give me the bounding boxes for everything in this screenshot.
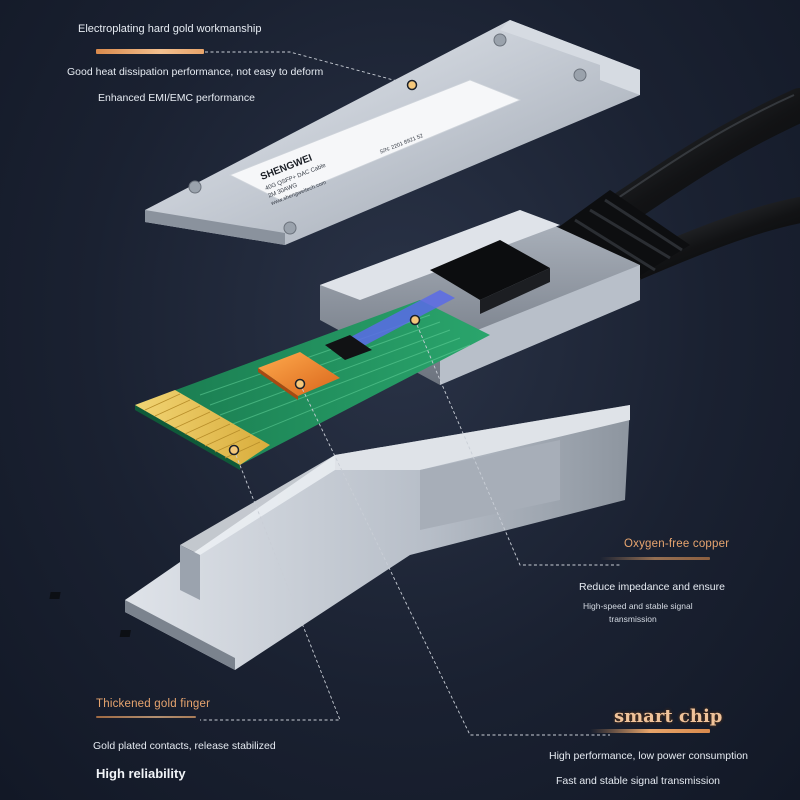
feature-chip-line2: Fast and stable signal transmission [556,775,720,787]
smart-chip [258,352,340,400]
feature-top-line1: Good heat dissipation performance, not e… [67,66,324,78]
bottom-housing [49,405,630,670]
feature-copper-line1: Reduce impedance and ensure [579,581,725,593]
accent-bar [96,49,204,54]
feature-chip-line1: High performance, low power consumption [549,750,749,762]
feature-copper-line3: transmission [609,614,657,624]
feature-top-line2: Enhanced EMI/EMC performance [98,92,255,104]
pcb-board [135,240,550,470]
feature-chip-title: smart chip [614,706,723,727]
screw-icon [188,33,587,235]
accent-bar [600,557,710,560]
feature-copper-title: Oxygen-free copper [624,538,730,550]
feature-finger-line1: Gold plated contacts, release stabilized [93,740,276,752]
callout-lines [200,51,620,736]
callout-dots [228,79,421,456]
feature-copper-line2: High-speed and stable signal [583,601,693,611]
cable-connector [325,240,550,360]
feature-finger-line2: High reliability [96,766,186,781]
accent-bar [96,716,196,718]
accent-bar [590,729,710,733]
feature-top-title: Electroplating hard gold workmanship [78,23,262,35]
top-cover: SHENGWEI 40G QSFP+ DAC Cable 2M 30AWG ww… [145,20,640,245]
feature-finger-title: Thickened gold finger [96,698,211,710]
